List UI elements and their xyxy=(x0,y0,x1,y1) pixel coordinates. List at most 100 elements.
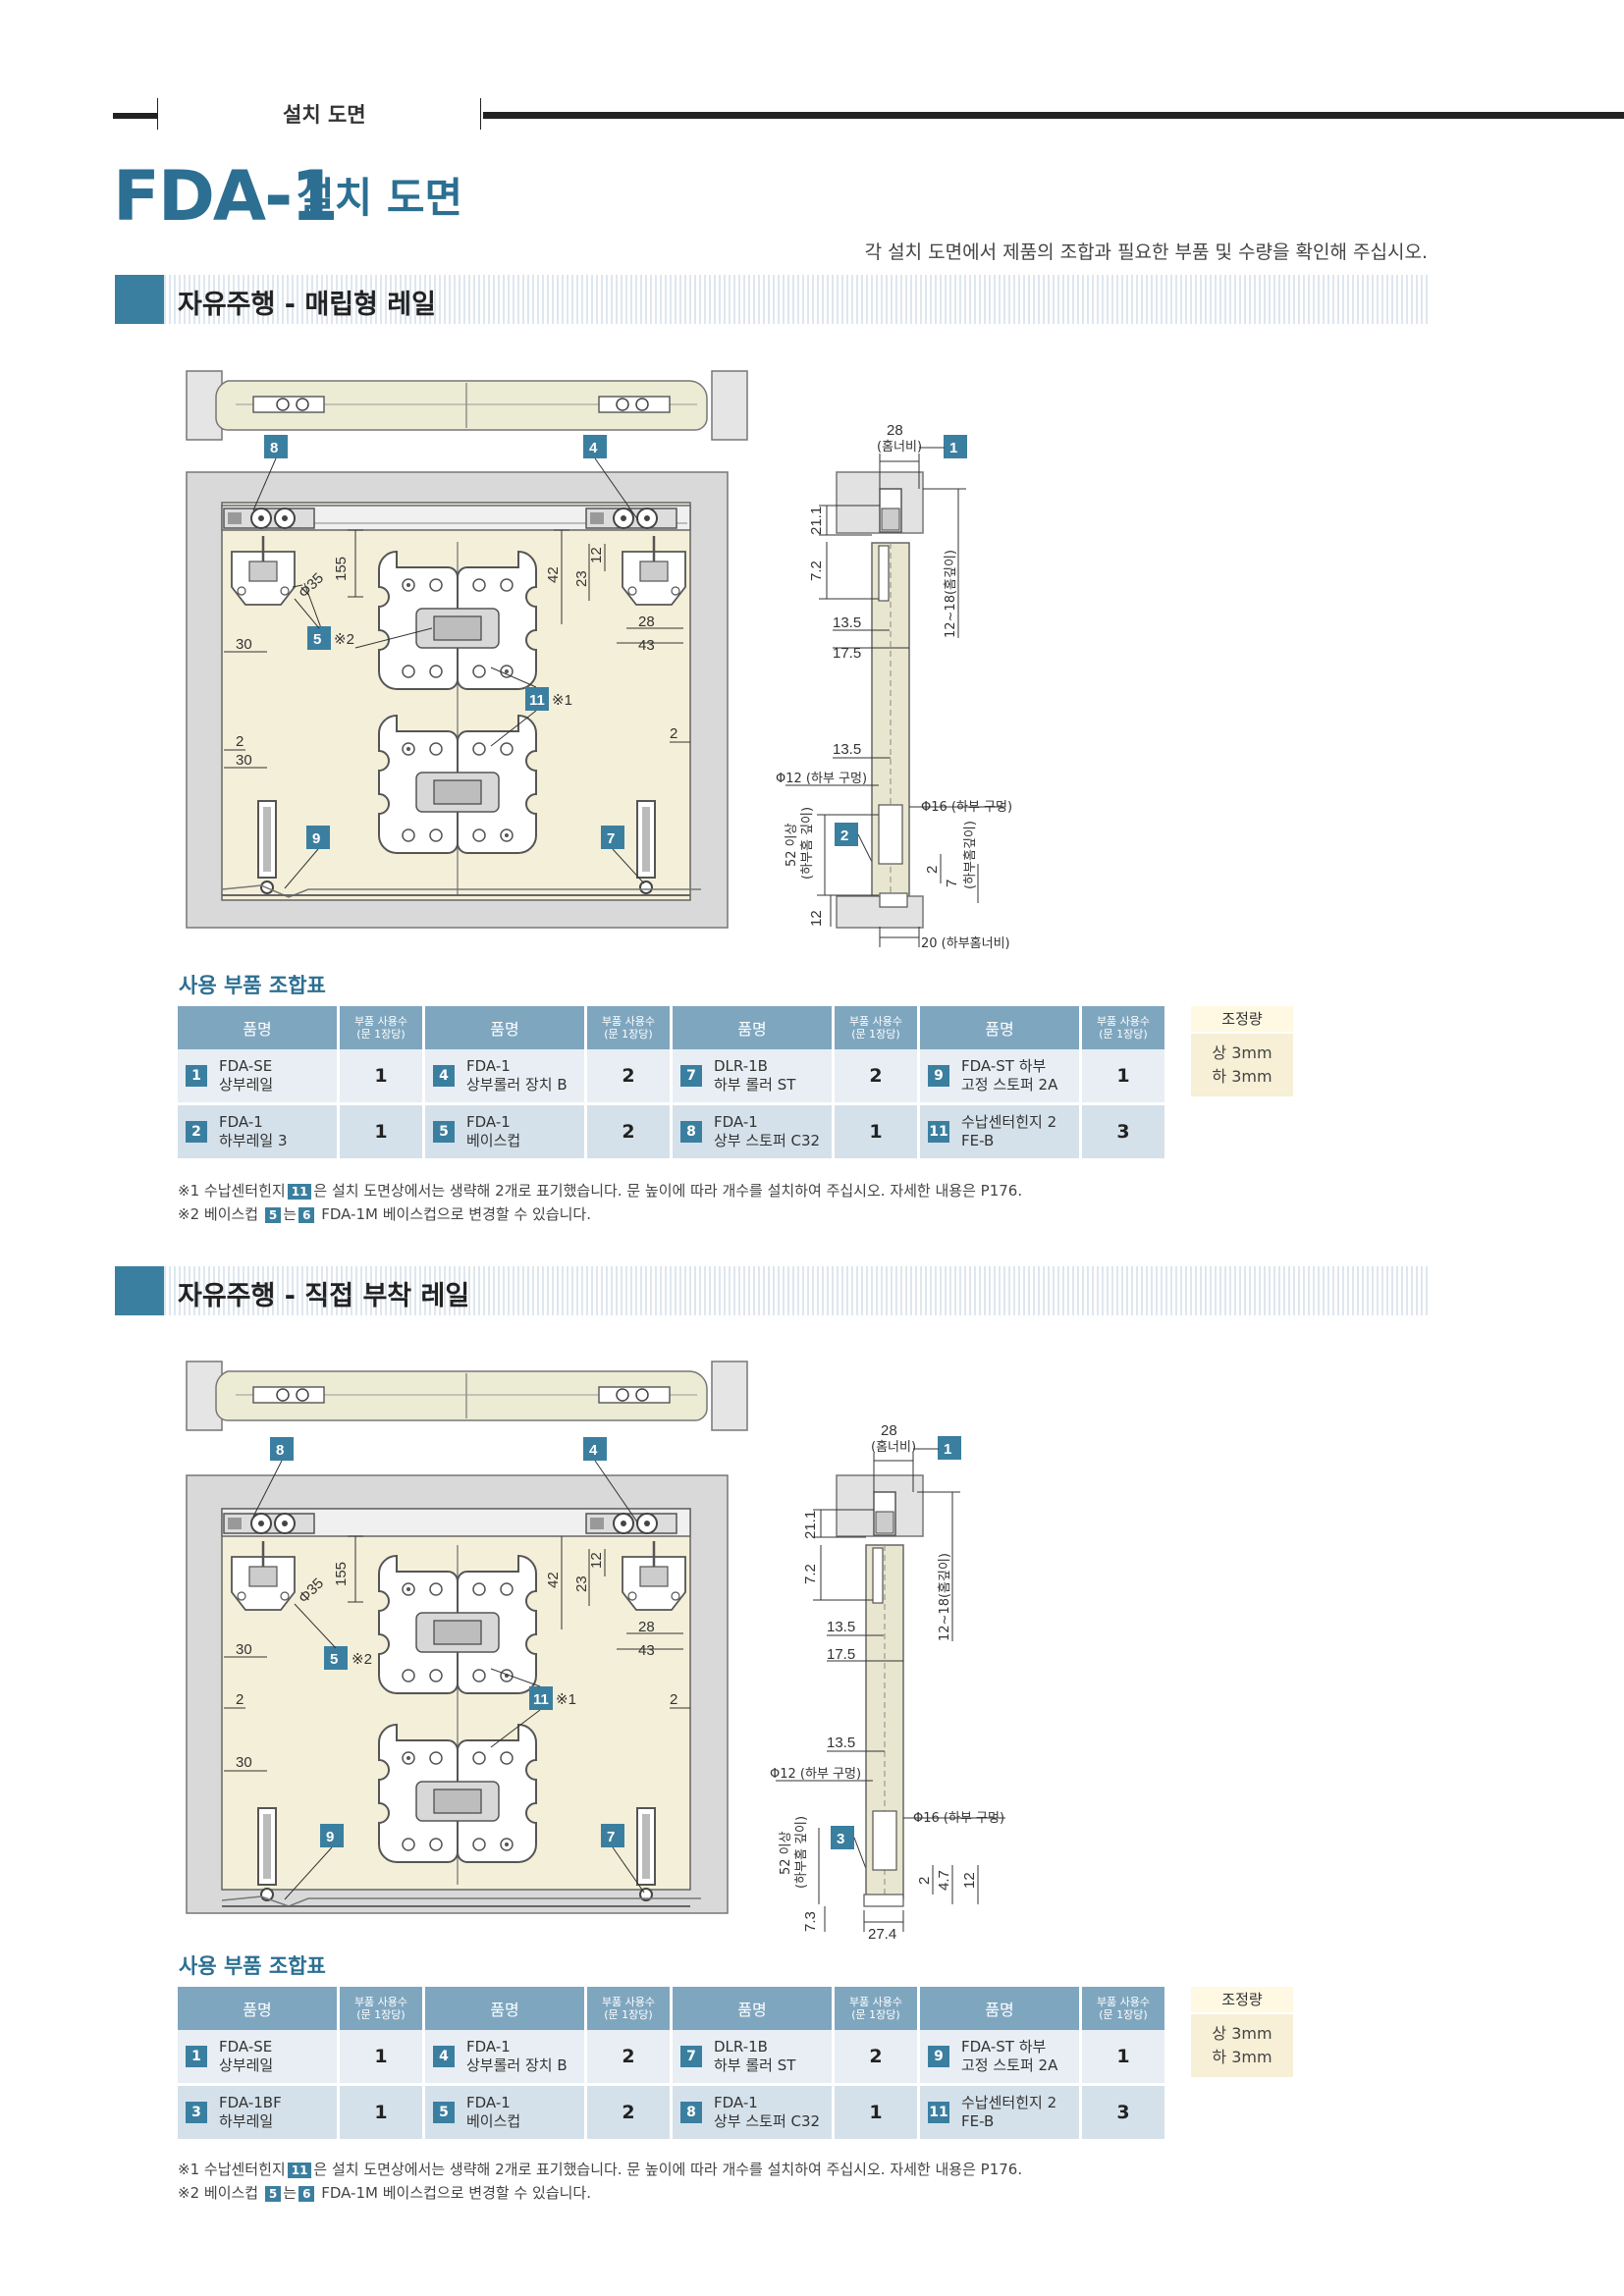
svg-text:Φ16 (하부 구멍): Φ16 (하부 구멍) xyxy=(913,1811,1004,1826)
svg-text:12: 12 xyxy=(808,910,825,927)
note-badge: 6 xyxy=(298,2186,315,2202)
front-view-1 xyxy=(186,471,729,929)
svg-text:23: 23 xyxy=(573,1575,590,1592)
side-view-1-dim-text: 28 (홈너비) 21.1 7.2 12~18(홈깊이) 13.5 17.5 1… xyxy=(776,422,1012,951)
parts-table-2: 품명 부품 사용수(문 1장당) 품명 부품 사용수(문 1장당) 품명 부품 … xyxy=(178,1987,1167,2142)
svg-text:(하부홈깊이): (하부홈깊이) xyxy=(963,821,978,889)
col-name: 품명 xyxy=(671,1987,835,2030)
svg-text:(홈너비): (홈너비) xyxy=(877,440,922,454)
part-number-badge: 11 xyxy=(928,1121,949,1143)
note-badge: 5 xyxy=(264,1207,282,1223)
callout-7: 7 xyxy=(607,830,615,847)
part-number-badge: 9 xyxy=(928,2046,949,2067)
svg-text:7: 7 xyxy=(944,880,960,887)
svg-text:28: 28 xyxy=(887,422,903,439)
svg-text:28: 28 xyxy=(881,1422,897,1439)
svg-text:30: 30 xyxy=(236,636,252,653)
part-number-badge: 11 xyxy=(928,2102,949,2123)
part-number-badge: 3 xyxy=(186,2102,207,2123)
svg-text:30: 30 xyxy=(236,1641,252,1658)
front-view-2-dims xyxy=(224,1535,690,1772)
svg-text:2: 2 xyxy=(670,1691,677,1708)
col-name: 품명 xyxy=(178,1006,340,1049)
callout-3: 3 xyxy=(837,1831,844,1847)
callout-9: 9 xyxy=(312,830,320,847)
svg-text:Φ16 (하부 구멍): Φ16 (하부 구멍) xyxy=(921,800,1012,815)
part-number-badge: 7 xyxy=(680,2046,702,2067)
mark-2: ※2 xyxy=(334,631,354,648)
col-qty: 부품 사용수(문 1장당) xyxy=(338,1987,425,2030)
svg-text:28: 28 xyxy=(638,614,655,630)
mark-1: ※1 xyxy=(552,692,572,709)
callout-8: 8 xyxy=(270,440,278,456)
svg-text:30: 30 xyxy=(236,1754,252,1771)
callout-5: 5 xyxy=(313,631,321,648)
mark-2: ※2 xyxy=(352,1651,372,1668)
adjustment-up: 상 3mm xyxy=(1212,1043,1272,1062)
svg-text:21.1: 21.1 xyxy=(808,507,825,535)
mark-1: ※1 xyxy=(556,1691,576,1708)
page-title-code: FDA-1 xyxy=(113,156,339,237)
section-title-2: 자유주행 - 직접 부착 레일 xyxy=(178,1281,470,1311)
part-qty: 2 xyxy=(833,2030,920,2086)
svg-text:28: 28 xyxy=(638,1619,655,1635)
svg-text:12~18(홈깊이): 12~18(홈깊이) xyxy=(938,1553,952,1641)
callout-1: 1 xyxy=(944,1441,951,1458)
svg-text:12: 12 xyxy=(588,1552,605,1569)
svg-text:52 이상: 52 이상 xyxy=(779,1831,793,1875)
callout-11: 11 xyxy=(529,692,545,709)
svg-text:17.5: 17.5 xyxy=(833,645,861,662)
part-qty: 1 xyxy=(1080,1049,1167,1105)
part-qty: 1 xyxy=(338,1049,425,1105)
col-name: 품명 xyxy=(423,1987,587,2030)
side-view-2-dims xyxy=(776,1453,1005,1932)
section-title-1: 자유주행 - 매립형 레일 xyxy=(178,290,436,320)
svg-text:43: 43 xyxy=(638,1642,655,1659)
part-qty: 1 xyxy=(833,2084,920,2142)
callout-7: 7 xyxy=(607,1829,615,1845)
section-1-callouts: 8 4 5 ※2 11 ※1 9 7 1 2 xyxy=(264,435,967,849)
svg-text:42: 42 xyxy=(545,566,562,583)
part-number-badge: 8 xyxy=(680,2102,702,2123)
col-name: 품명 xyxy=(918,1006,1082,1049)
svg-text:30: 30 xyxy=(236,752,252,769)
part-qty: 2 xyxy=(833,1049,920,1105)
note-badge: 11 xyxy=(287,1184,312,1200)
part-number-badge: 4 xyxy=(433,2046,455,2067)
part-number-badge: 1 xyxy=(186,1065,207,1087)
col-qty: 부품 사용수(문 1장당) xyxy=(338,1006,425,1049)
svg-text:42: 42 xyxy=(545,1572,562,1588)
header-rule-right xyxy=(483,112,1624,119)
svg-text:12: 12 xyxy=(961,1872,978,1889)
svg-text:7.2: 7.2 xyxy=(802,1564,819,1584)
svg-text:2: 2 xyxy=(670,725,677,742)
adjustment-label: 조정량 xyxy=(1191,1006,1293,1034)
svg-text:155: 155 xyxy=(333,1562,350,1586)
adjustment-label: 조정량 xyxy=(1191,1987,1293,2014)
note-badge: 5 xyxy=(264,2186,282,2202)
svg-text:17.5: 17.5 xyxy=(827,1646,855,1663)
svg-text:2: 2 xyxy=(924,866,941,874)
note-badge: 11 xyxy=(287,2163,312,2178)
col-name: 품명 xyxy=(423,1006,587,1049)
col-name: 품명 xyxy=(178,1987,340,2030)
svg-text:155: 155 xyxy=(333,557,350,581)
callout-9: 9 xyxy=(326,1829,334,1845)
callout-4: 4 xyxy=(589,440,598,456)
svg-text:52 이상: 52 이상 xyxy=(785,823,799,867)
front-view-1-dims xyxy=(224,529,690,769)
adjustment-down: 하 3mm xyxy=(1212,2048,1272,2066)
svg-text:27.4: 27.4 xyxy=(868,1926,896,1943)
note-badge: 6 xyxy=(298,1207,315,1223)
adjustment-up: 상 3mm xyxy=(1212,2024,1272,2043)
